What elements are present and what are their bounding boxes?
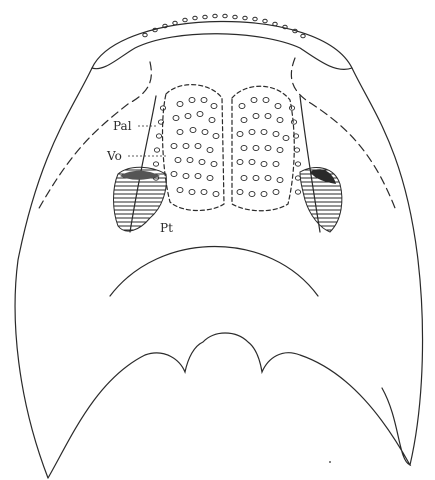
- label-palatine: Pal: [113, 119, 132, 133]
- pterygoid-arch: [110, 247, 318, 297]
- skull-right-outline: [352, 68, 423, 465]
- label-vomer: Vo: [106, 149, 122, 163]
- skull-left-outline: [15, 68, 92, 478]
- vomer-left-teeth: [171, 97, 219, 196]
- posterior-outline: [48, 333, 410, 478]
- label-pterygoid: Pt: [160, 221, 173, 235]
- vomer-right-teeth: [237, 97, 289, 196]
- speck: [329, 461, 331, 463]
- snout-arc: [92, 21, 352, 69]
- palatine-right-teeth: [289, 106, 300, 194]
